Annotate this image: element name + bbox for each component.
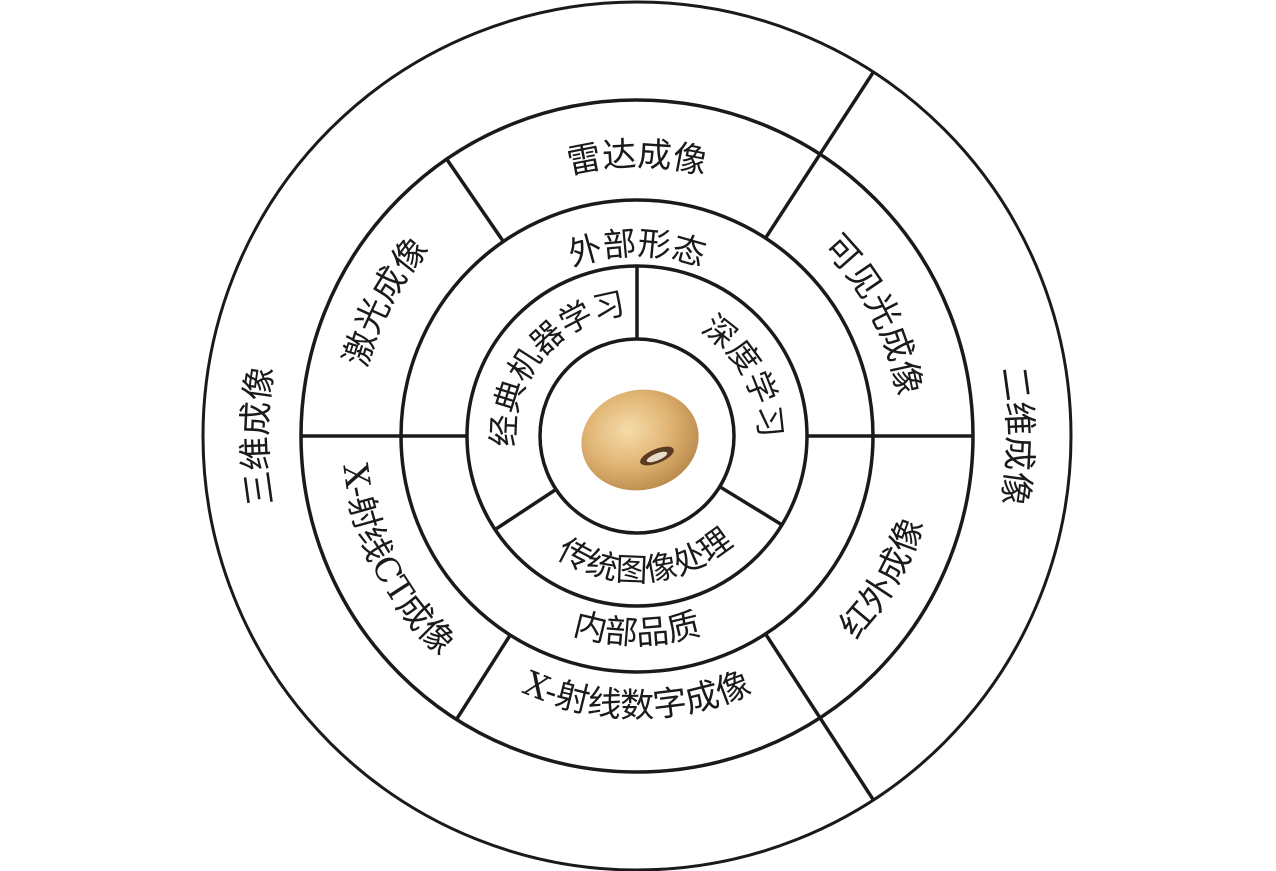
ring-circle-0: [201, 0, 1073, 871]
ring-dividers: [301, 71, 973, 801]
ring-divider-line: [494, 487, 557, 532]
ring-divider-line: [445, 158, 505, 243]
ring-label-text: 二维成像: [993, 364, 1039, 508]
ring-label-text: 激光成像: [336, 230, 436, 371]
ring-label-text: 三维成像: [236, 364, 282, 508]
ring-label: 激光成像: [336, 230, 436, 371]
ring-label-text: 内部品质: [570, 604, 704, 653]
ring-label: 可见光成像: [816, 227, 929, 399]
ring-label: 二维成像: [993, 364, 1039, 508]
ring-label-text: 传统图像处理: [552, 520, 739, 589]
ring-label-text: 雷达成像: [564, 135, 710, 183]
ring-divider-line: [764, 71, 875, 240]
ring-label: 内部品质: [570, 604, 704, 653]
ring-label: 传统图像处理: [552, 520, 739, 589]
ring-divider-line: [718, 485, 783, 527]
ring-label: 雷达成像: [564, 135, 710, 183]
ring-label-text: 可见光成像: [816, 227, 929, 399]
ring-label: X-射线CT成像: [334, 461, 462, 663]
ring-divider-line: [764, 632, 875, 801]
soybean-image: [581, 389, 699, 491]
ring-label-text: 红外成像: [832, 513, 932, 646]
ring-divider-line: [454, 634, 512, 721]
ring-label: 三维成像: [236, 364, 282, 508]
ring-label-text: X-射线CT成像: [334, 461, 462, 663]
ring-label: 红外成像: [832, 513, 932, 646]
